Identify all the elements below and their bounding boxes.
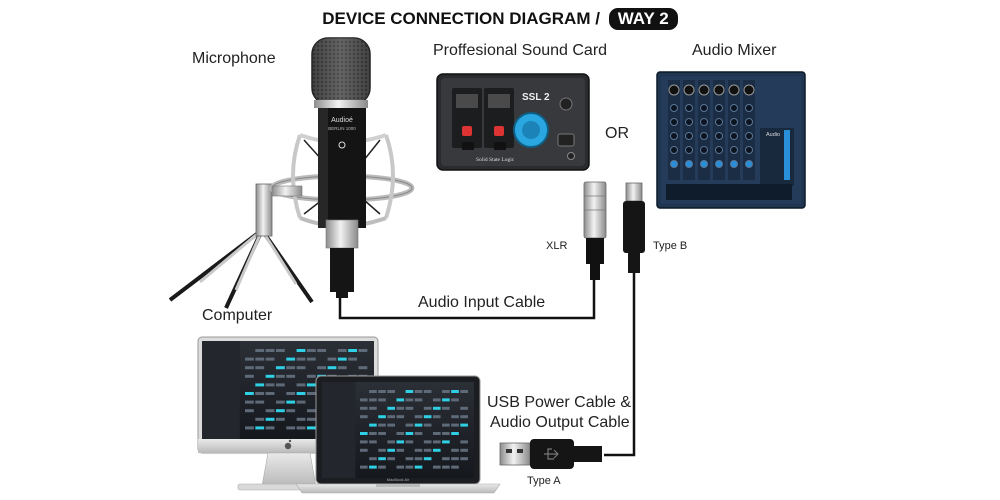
- usb-type-a-icon: [499, 439, 602, 469]
- mixer-icon: [656, 71, 806, 209]
- laptop-name-text: MacBook Air: [387, 477, 410, 482]
- or-label: OR: [605, 125, 629, 142]
- microphone-label: Microphone: [192, 50, 276, 67]
- apple-logo-icon: [284, 439, 292, 450]
- way-badge: WAY 2: [608, 8, 678, 30]
- mic-brand-text: Audioé: [331, 117, 353, 124]
- microphone-icon: [168, 37, 415, 309]
- mixer-brand-text: Audio: [766, 132, 780, 138]
- diagram-title: DEVICE CONNECTION DIAGRAM / WAY 2: [0, 8, 1000, 30]
- laptop-icon: [295, 375, 501, 494]
- xlr-connector-icon: [583, 181, 607, 280]
- mixer-label: Audio Mixer: [692, 42, 777, 59]
- sound-card-maker-text: Solid State Logic: [476, 157, 515, 163]
- usb-type-b-icon: [623, 182, 645, 273]
- type-a-label: Type A: [527, 475, 561, 487]
- audio-input-cable: [338, 278, 596, 320]
- computer-label: Computer: [202, 307, 273, 324]
- audio-input-cable-label: Audio Input Cable: [418, 294, 546, 311]
- usb-cable: [604, 272, 636, 457]
- mic-model-text: BERLIN 1000: [328, 126, 356, 131]
- sound-card-icon: [436, 73, 590, 171]
- diagram-title-text: DEVICE CONNECTION DIAGRAM /: [322, 9, 600, 28]
- sound-card-label: Proffesional Sound Card: [433, 42, 608, 59]
- usb-cable-label-line2: Audio Output Cable: [490, 414, 630, 431]
- usb-cable-label-line1: USB Power Cable &: [487, 394, 632, 411]
- xlr-label: XLR: [546, 240, 568, 252]
- type-b-label: Type B: [653, 240, 688, 252]
- sound-card-model-text: SSL 2: [522, 92, 550, 103]
